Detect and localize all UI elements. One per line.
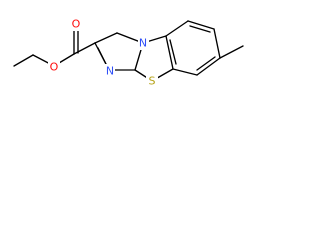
atom-label-n-bridgehead: N	[139, 37, 147, 50]
bond-c8-c8a	[172, 68, 198, 76]
bond-n1-c2-double	[97, 47, 107, 65]
atom-label-s-thiazole: S	[149, 75, 156, 88]
atom-o-carbonyl: O	[70, 17, 82, 31]
atom-o-ester: O	[48, 60, 60, 74]
atom-label-n-imidazole: N	[106, 65, 114, 78]
bond-c4a-c5	[165, 20, 189, 37]
bond-c7-methyl	[219, 45, 244, 59]
bond-c7-c8	[196, 57, 221, 76]
bond-c4a-c8a	[165, 35, 174, 70]
atom-n-imidazole: N	[104, 64, 115, 78]
atom-label-o-ester: O	[50, 61, 59, 74]
bond-carbonyl-c2	[73, 42, 96, 55]
atom-labels: O O N N S	[48, 17, 158, 88]
atom-n-bridgehead: N	[138, 36, 149, 50]
bond-ch3-ch2	[13, 54, 34, 67]
bond-c2-c3	[94, 32, 118, 44]
bond-c5-c6	[187, 20, 215, 30]
bond-c5-c6-double	[189, 25, 211, 33]
bond-c7-c8-double	[196, 56, 216, 71]
atom-label-o-carbonyl: O	[72, 18, 81, 31]
bond-c6-c7	[213, 28, 221, 59]
bond-c4a-c8a-double	[169, 39, 177, 65]
structure-diagram: O O N N S	[13, 17, 244, 88]
atom-s-thiazole: S	[146, 74, 158, 88]
